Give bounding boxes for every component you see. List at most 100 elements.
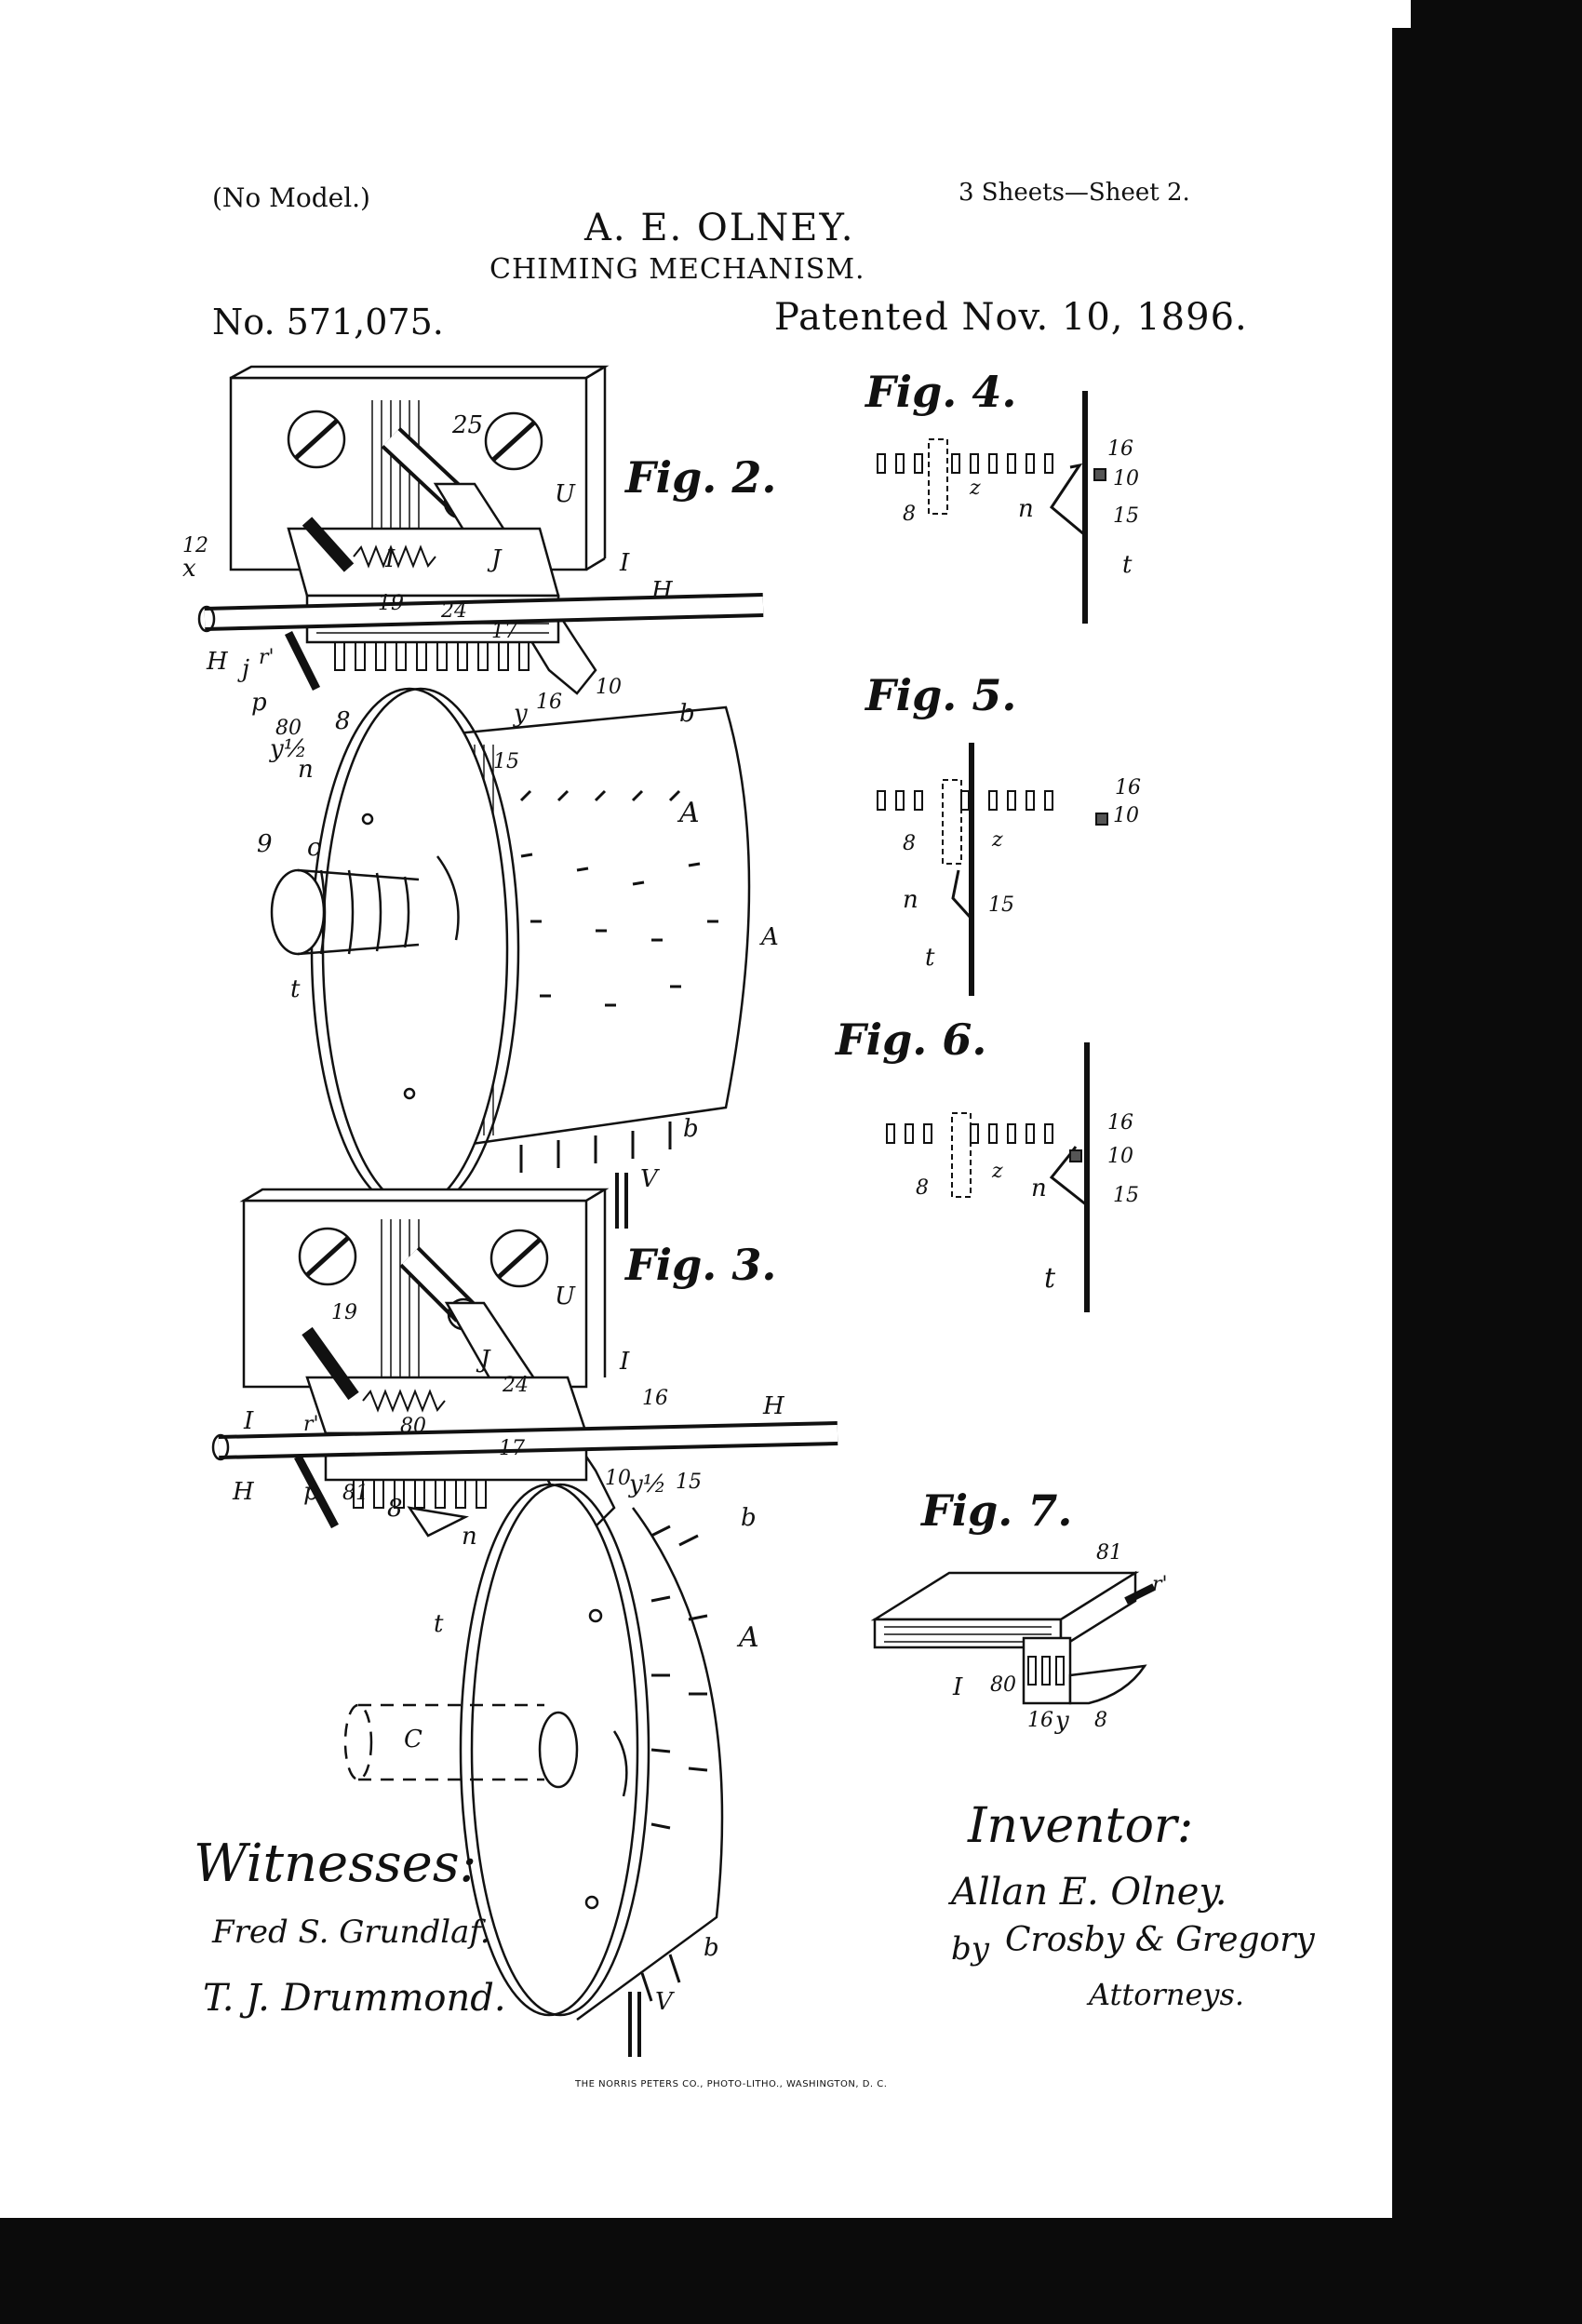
fig2-label-80: 80 xyxy=(275,717,302,740)
fig3-label-b: b xyxy=(741,1504,757,1532)
fig4-label-8: 8 xyxy=(903,503,916,526)
patent-date: Patented Nov. 10, 1896. xyxy=(774,296,1248,339)
fig5-label-8: 8 xyxy=(903,832,916,855)
fig2-label-9: 9 xyxy=(257,830,273,858)
fig3-drawing xyxy=(211,1188,838,2057)
fig3-label-16: 16 xyxy=(642,1387,668,1410)
fig3-label-n: n xyxy=(462,1523,477,1551)
fig3-label-t: t xyxy=(434,1610,444,1638)
fig3-label-r: r' xyxy=(303,1413,319,1436)
fig2-label-10: 10 xyxy=(596,676,622,699)
fig2-label-J: J xyxy=(491,545,502,573)
sheet-info: 3 Sheets—Sheet 2. xyxy=(959,179,1190,207)
fig2-label-I: I xyxy=(385,545,396,573)
fig7-label-8: 8 xyxy=(1094,1709,1107,1732)
fig2-label-17: 17 xyxy=(491,620,517,643)
fig2-label-t: t xyxy=(290,975,301,1003)
witnesses-heading: Witnesses: xyxy=(194,1834,477,1894)
fig3-label-U: U xyxy=(555,1283,575,1310)
fig6-label-t: t xyxy=(1044,1262,1056,1295)
fig2-label-y-half: y½ xyxy=(270,735,307,763)
fig4-label-t: t xyxy=(1122,551,1133,579)
witness-signature-2: T. J. Drummond. xyxy=(203,1977,506,2020)
fig7-title: Fig. 7. xyxy=(921,1485,1073,1536)
fig6-label-15: 15 xyxy=(1113,1184,1139,1207)
fig3-label-24: 24 xyxy=(503,1374,529,1397)
fig4-label-10: 10 xyxy=(1113,467,1139,490)
fig5-label-15: 15 xyxy=(988,893,1014,917)
fig4-label-16: 16 xyxy=(1107,437,1133,461)
fig3-label-8: 8 xyxy=(387,1495,403,1523)
fig7-drawing xyxy=(870,1570,1156,1705)
fig2-label-U: U xyxy=(555,480,575,508)
fig2-label-12: 12 xyxy=(182,534,208,557)
fig2-label-8: 8 xyxy=(335,707,351,735)
fig6-label-10: 10 xyxy=(1107,1145,1133,1168)
fig2-label-x: x xyxy=(182,555,196,583)
fig5-label-10: 10 xyxy=(1113,804,1139,827)
fig4-title: Fig. 4. xyxy=(865,367,1017,417)
fig2-label-p: p xyxy=(251,689,267,717)
fig2-label-j: j xyxy=(242,655,250,683)
fig2-drawing xyxy=(197,365,764,1229)
fig2-label-H-left: H xyxy=(207,648,228,676)
fig2-label-b: b xyxy=(679,700,695,728)
fig7-label-81: 81 xyxy=(1096,1541,1122,1565)
fig3-label-A: A xyxy=(739,1621,759,1654)
fig7-label-16: 16 xyxy=(1027,1709,1053,1732)
fig6-label-16: 16 xyxy=(1107,1111,1133,1135)
fig5-label-z: z xyxy=(992,828,1003,852)
fig6-label-n: n xyxy=(1031,1175,1047,1202)
inventor-signature: Allan E. Olney. xyxy=(951,1871,1227,1914)
model-note: (No Model.) xyxy=(212,182,370,213)
fig7-label-y: y xyxy=(1055,1707,1069,1735)
by-label: by xyxy=(951,1930,989,1968)
page-border-right xyxy=(1392,28,1411,2218)
fig2-label-I-right: I xyxy=(620,549,630,577)
fig3-label-I: I xyxy=(620,1348,630,1376)
fig2-label-r: r' xyxy=(259,646,275,669)
fig7-label-80: 80 xyxy=(990,1673,1016,1697)
fig6-title: Fig. 6. xyxy=(836,1014,987,1065)
fig5-label-16: 16 xyxy=(1115,776,1141,799)
invention-title: CHIMING MECHANISM. xyxy=(489,253,865,286)
fig3-title: Fig. 3. xyxy=(625,1240,777,1290)
fig2-label-A: A xyxy=(679,797,700,829)
fig2-label-19: 19 xyxy=(378,592,404,615)
inventor-heading: Inventor: xyxy=(968,1798,1194,1854)
fig5-label-t: t xyxy=(925,944,935,972)
fig5-label-n: n xyxy=(903,886,918,914)
fig3-label-H: H xyxy=(763,1392,784,1420)
fig2-label-c: c xyxy=(307,834,321,862)
fig6-label-z: z xyxy=(992,1160,1003,1183)
fig2-label-24: 24 xyxy=(441,599,467,623)
fig4-label-n: n xyxy=(1018,495,1034,523)
attorneys-signature: Crosby & Gregory xyxy=(1005,1921,1315,1959)
fig2-label-15: 15 xyxy=(493,750,519,773)
fig7-label-I: I xyxy=(953,1673,963,1701)
patent-number: No. 571,075. xyxy=(212,302,444,343)
inventor-name: A. E. OLNEY. xyxy=(584,207,855,249)
fig4-label-15: 15 xyxy=(1113,504,1139,528)
fig2-label-H: H xyxy=(651,577,673,605)
patent-drawing-sheet: (No Model.) A. E. OLNEY. CHIMING MECHANI… xyxy=(182,179,1315,2089)
fig3-label-p: p xyxy=(303,1478,319,1506)
fig2-label-A-right: A xyxy=(761,923,779,951)
fig3-label-H-left: H xyxy=(233,1478,254,1506)
scan-margin-right xyxy=(1411,0,1582,2324)
fig3-label-V: V xyxy=(655,1988,673,2016)
attorneys-label: Attorneys. xyxy=(1089,1977,1245,2012)
fig3-label-I-left: I xyxy=(244,1407,254,1435)
fig3-label-y-half: y½ xyxy=(629,1471,666,1498)
fig2-label-y: y xyxy=(514,700,528,728)
witness-signature-1: Fred S. Grundlaf. xyxy=(212,1914,490,1951)
fig2-label-V: V xyxy=(640,1165,658,1193)
fig4-label-z: z xyxy=(970,477,981,500)
scan-margin-bottom xyxy=(0,2218,1582,2324)
fig5-title: Fig. 5. xyxy=(865,670,1017,720)
fig3-label-10: 10 xyxy=(605,1467,631,1490)
fig4-6-drawings xyxy=(877,391,1108,1312)
fig2-label-b-bottom: b xyxy=(683,1115,699,1143)
fig2-label-n: n xyxy=(298,756,314,784)
fig3-label-19: 19 xyxy=(331,1301,357,1324)
